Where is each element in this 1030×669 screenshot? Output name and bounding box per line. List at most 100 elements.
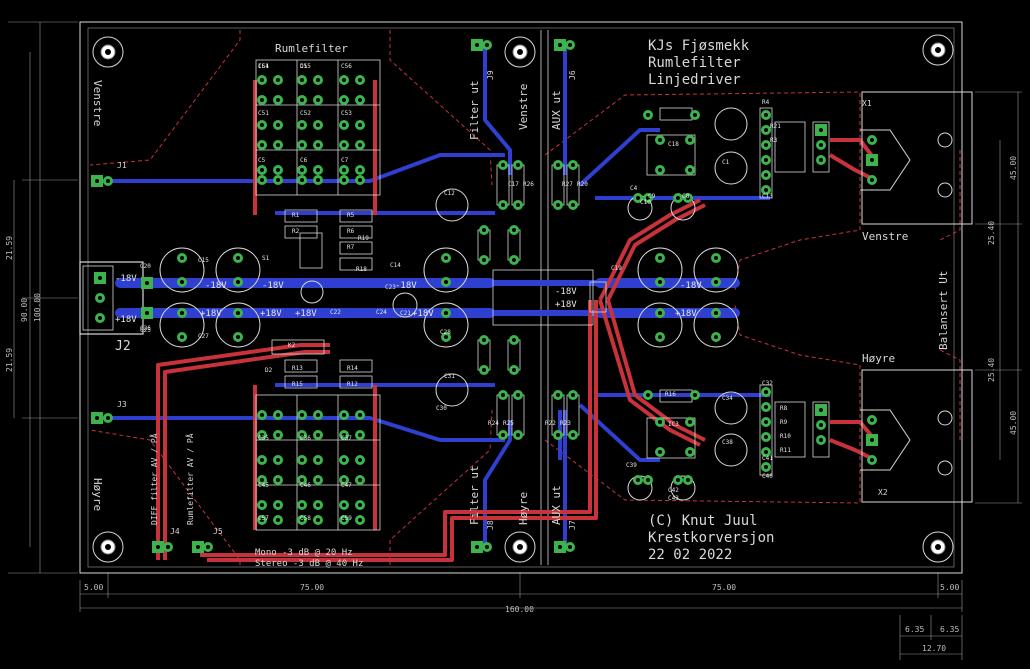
xlr-connector-x2 <box>860 369 973 503</box>
pad-hole <box>714 335 718 339</box>
refdes-r21: R21 <box>770 123 781 130</box>
pad-hole <box>819 438 823 442</box>
pad-hole <box>276 478 280 482</box>
pad-hole <box>870 138 874 142</box>
pad-hole <box>512 368 516 372</box>
dim-6-35-a: 6.35 <box>905 625 924 634</box>
pad-hole <box>819 128 823 132</box>
pad-hole <box>260 143 264 147</box>
rail-pos-6: +18V <box>555 300 577 310</box>
pad-hole <box>358 123 362 127</box>
pad-hole <box>512 258 516 262</box>
credit-block: (C) Knut Juul Krestkorversjon 22 02 2022 <box>648 513 774 563</box>
pad-hole <box>568 545 572 549</box>
refdes-c8: C8 <box>682 193 690 200</box>
pad-hole <box>276 518 280 522</box>
pad-hole <box>646 113 650 117</box>
pad-hole <box>276 178 280 182</box>
label-j6: J6 <box>568 70 577 80</box>
pad-hole <box>156 545 160 549</box>
refdes-c15: C15 <box>198 257 209 264</box>
pad-hole <box>764 405 768 409</box>
pad-hole <box>658 256 662 260</box>
refdes-c1: C1 <box>722 159 730 166</box>
pad-hole <box>556 203 560 207</box>
xlr-connector-x1 <box>860 91 973 225</box>
refdes-c46: C46 <box>300 482 311 489</box>
pad-hole <box>358 168 362 172</box>
refdes-c4: C4 <box>630 185 638 192</box>
pad-hole <box>512 338 516 342</box>
pad-hole <box>444 311 448 315</box>
pad-hole <box>316 413 320 417</box>
label-j9: J9 <box>486 70 495 80</box>
mounting-hole-tr <box>922 34 954 66</box>
rumlefilter-heading: Rumlefilter <box>275 42 348 55</box>
refdes-c13: C13 <box>762 193 773 200</box>
dimension-lines <box>8 21 1022 660</box>
pad-hole <box>688 168 692 172</box>
refdes-r27: R27 <box>562 181 573 188</box>
pads <box>91 39 878 553</box>
refdes-k2: K2 <box>288 342 296 349</box>
pad-hole <box>316 478 320 482</box>
refdes-c58: C58 <box>300 515 311 522</box>
label-j3: J3 <box>117 400 127 409</box>
refdes-c37: C37 <box>341 435 352 442</box>
rail-pos-3: +18V <box>260 309 282 319</box>
pad-hole <box>98 276 102 280</box>
rail-pos-5: +18V <box>295 309 317 319</box>
pad-hole <box>276 503 280 507</box>
connector-labels: J1 J2 J3 J4 J5 J6 J7 J8 J9 X1 X2 <box>115 70 888 536</box>
stereo-note: Stereo -3 dB @ 40 Hz <box>255 559 363 569</box>
refdes-r3: R3 <box>770 137 778 144</box>
title-line2: Rumlefilter <box>648 55 741 71</box>
refdes-s1: S1 <box>262 255 270 262</box>
pad-hole <box>236 335 240 339</box>
refdes-c6: C6 <box>300 157 308 164</box>
pad-hole <box>342 518 346 522</box>
dim-160: 160.00 <box>505 605 534 614</box>
refdes-c9: C9 <box>648 193 656 200</box>
pad-hole <box>276 458 280 462</box>
pad-hole <box>300 178 304 182</box>
pad-hole <box>482 368 486 372</box>
label-x2: X2 <box>878 488 888 497</box>
label-j1: J1 <box>117 161 127 170</box>
mounting-hole-bl <box>92 531 124 563</box>
pad-hole <box>145 281 149 285</box>
pad-hole <box>316 433 320 437</box>
pad-hole <box>819 423 823 427</box>
pad-hole <box>764 158 768 162</box>
pad-hole <box>276 123 280 127</box>
pad-hole <box>475 43 479 47</box>
aux-ut-top-label: AUX ut <box>550 90 563 130</box>
refdes-r6: R6 <box>347 228 355 235</box>
refdes-c34: C34 <box>722 395 733 402</box>
pad-hole <box>819 408 823 412</box>
pad-hole <box>300 433 304 437</box>
pad-hole <box>646 393 650 397</box>
pad-hole <box>444 256 448 260</box>
rail-pos-1: +18V <box>115 315 137 325</box>
title-line3: Linjedriver <box>648 72 741 88</box>
dim-21-59-top: 21.59 <box>5 236 14 260</box>
mounting-holes <box>92 34 954 563</box>
refdes-c47: C47 <box>341 482 352 489</box>
pad-hole <box>358 458 362 462</box>
pad-hole <box>764 143 768 147</box>
pad-hole <box>568 43 572 47</box>
rail-neg-2: -18V <box>205 281 227 291</box>
refdes-c22: C22 <box>330 309 341 316</box>
refdes-c41: C41 <box>762 455 773 462</box>
rail-pos-2: +18V <box>200 309 222 319</box>
pad-hole <box>693 113 697 117</box>
pad-hole <box>300 168 304 172</box>
pad-hole <box>571 433 575 437</box>
pad-hole <box>260 413 264 417</box>
credit-line2: Krestkorversjon <box>648 530 774 546</box>
pad-hole <box>300 458 304 462</box>
